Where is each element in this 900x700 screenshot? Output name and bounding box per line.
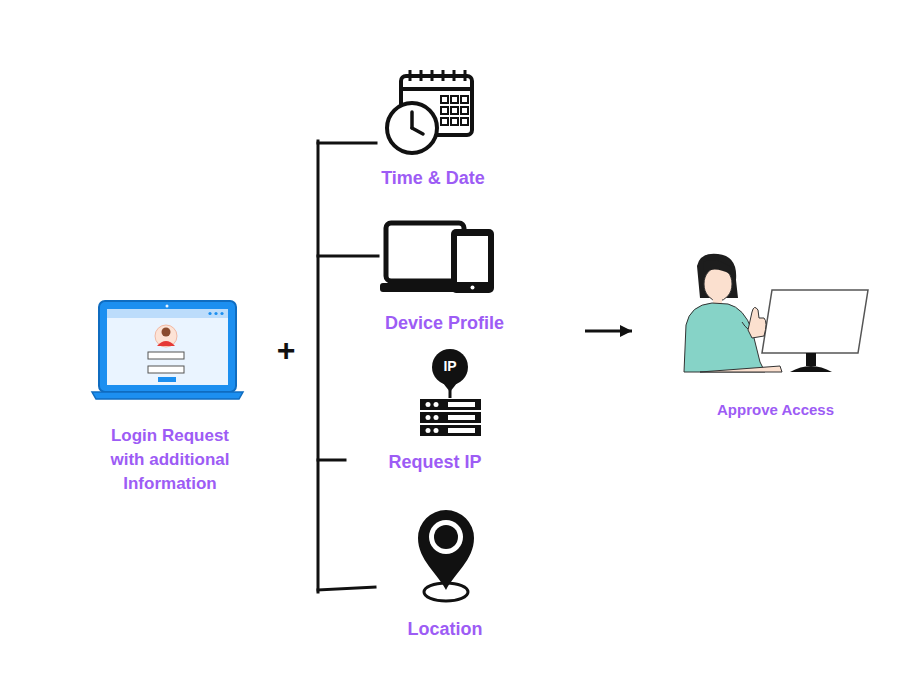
calendar-clock-icon-part <box>420 70 423 81</box>
location-pin-icon-part <box>418 510 474 590</box>
laptop-login-icon-part <box>155 325 177 347</box>
calendar-clock-icon-part <box>451 107 458 114</box>
calendar-clock-icon-part <box>409 70 412 81</box>
ip-server-icon-part <box>448 402 475 407</box>
ip-server-icon-part <box>426 428 431 433</box>
bracket-part <box>318 255 378 258</box>
calendar-clock-icon-part <box>401 87 472 91</box>
ip-server-icon-part <box>420 412 481 423</box>
location-pin-icon-part <box>434 525 458 549</box>
plus-sign: + <box>277 332 296 369</box>
icon-node: Login Request with additional Informatio… <box>80 296 260 502</box>
calendar-clock-icon-part <box>442 70 445 81</box>
calendar-clock-icon-part <box>464 70 467 81</box>
calendar-clock-icon-part <box>431 70 434 81</box>
calendar-clock-icon-part <box>441 118 448 125</box>
ip-server-icon-part <box>434 402 439 407</box>
flow-arrow <box>585 330 632 333</box>
calendar-clock-icon-part <box>410 112 414 128</box>
icon-node: Request IP <box>380 346 500 480</box>
location-pin-icon <box>418 510 474 601</box>
icon-node: Time & Date <box>370 66 496 196</box>
approver-figure-part <box>790 366 832 372</box>
laptop-login-icon-part <box>148 366 184 373</box>
calendar-clock-icon-part <box>441 96 448 103</box>
calendar-clock-icon-part <box>453 70 456 81</box>
bracket-part <box>317 141 320 592</box>
calendar-clock-icon <box>387 70 472 153</box>
ip-server-icon-part <box>448 428 475 433</box>
node-label: Device Profile <box>385 311 581 335</box>
laptop-login-icon-part <box>220 312 223 315</box>
ip-server-icon-part <box>434 415 439 420</box>
calendar-clock-icon-part <box>461 118 468 125</box>
approver-figure-part <box>700 366 782 372</box>
calendar-clock-icon-part <box>461 96 468 103</box>
approver-figure-part <box>748 307 766 338</box>
ip-server-icon-part <box>434 428 439 433</box>
approver-figure <box>684 254 868 372</box>
node-label: Login Request with additional Informatio… <box>100 424 240 496</box>
location-pin-icon-part <box>429 520 463 554</box>
approver-figure-part <box>684 303 765 372</box>
ip-server-icon-part <box>420 399 481 410</box>
node-label: Approve Access <box>674 398 877 422</box>
ip-server-icon-part <box>432 349 468 385</box>
laptop-login-icon-part <box>166 305 169 308</box>
laptop-login-icon-part <box>107 309 228 385</box>
bracket <box>318 141 378 592</box>
laptop-login-icon-part <box>99 301 236 392</box>
bracket-part <box>318 459 345 462</box>
ip-server-icon-part <box>426 402 431 407</box>
calendar-clock-icon-part <box>451 118 458 125</box>
laptop-login-icon-part <box>158 377 176 382</box>
calendar-clock-icon-part <box>412 128 423 134</box>
ip-server-icon-part <box>420 425 481 436</box>
ip-server-icon <box>420 349 481 436</box>
icon-node: Location <box>395 505 495 647</box>
icon-node: Device Profile <box>375 218 585 341</box>
laptop-login-icon-part <box>214 312 217 315</box>
calendar-clock-icon-part <box>451 96 458 103</box>
bracket-part <box>318 587 375 590</box>
laptop-login-icon-part <box>148 352 184 359</box>
node-label: Request IP <box>380 450 490 474</box>
calendar-clock-icon-part <box>461 107 468 114</box>
laptop-login-icon-part <box>162 328 171 337</box>
laptop-login-icon-part <box>157 341 175 346</box>
device-icon-part <box>471 286 475 290</box>
approver-figure-part <box>806 353 816 366</box>
ip-server-icon-part <box>449 390 452 398</box>
device-icon <box>380 223 494 293</box>
laptop-login-icon-part <box>92 392 243 399</box>
laptop-login-icon-part <box>208 312 211 315</box>
ip-server-icon-part <box>448 415 475 420</box>
bracket-part <box>318 142 376 145</box>
node-label: Time & Date <box>374 166 492 190</box>
approver-figure-part <box>762 290 868 353</box>
icon-node: Approve Access <box>632 250 877 428</box>
device-icon-part <box>451 229 494 293</box>
device-icon-part <box>457 236 488 282</box>
node-label: Location <box>395 617 495 641</box>
calendar-clock-icon-part <box>441 107 448 114</box>
laptop-login-icon <box>92 301 243 399</box>
ip-badge-text: IP <box>443 358 456 374</box>
approver-figure-part <box>703 260 732 274</box>
calendar-clock-icon-part <box>387 103 437 153</box>
laptop-login-icon-part <box>107 309 228 318</box>
ip-server-icon-part <box>426 415 431 420</box>
